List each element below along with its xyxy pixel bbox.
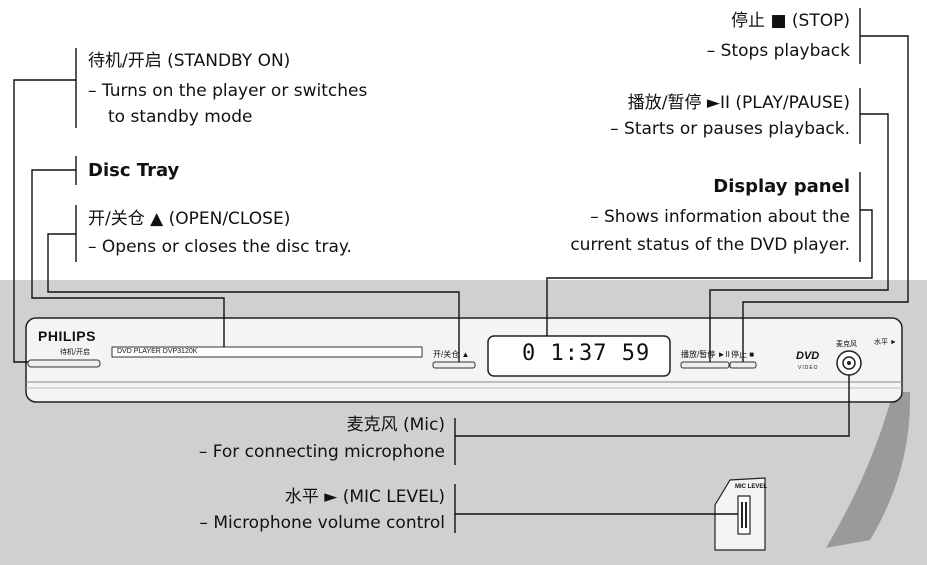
standby-callout-desc-1: – Turns on the player or switches [88,81,368,101]
side-panel-label: MIC LEVEL [735,484,768,490]
display-readout: 0 1:37 59 [522,341,651,366]
mic-jack-label: 麦克风 [836,341,857,348]
play-pause-callout-title: 播放/暂停 ►II (PLAY/PAUSE) [627,93,850,113]
stop-button-label: 停止 ■ [731,350,755,359]
open-close-button-label: 开/关仓 ▲ [433,350,470,359]
dvd-logo-sub: VIDEO [798,365,819,371]
play-pause-button-label: 播放/暂停 ►II [681,350,730,359]
open-close-callout-desc: – Opens or closes the disc tray. [88,237,352,257]
standby-leader [13,79,76,363]
stop-callout-desc: – Stops playback [706,41,850,61]
disc-tray-leader [31,169,225,347]
display-panel-callout-desc-1: – Shows information about the [590,207,850,227]
disc-tray-slot [111,346,423,358]
open-close-callout-title: 开/关仓 ▲ (OPEN/CLOSE) [88,209,291,229]
open-close-leader [47,233,460,362]
display-panel-callout-desc-2: current status of the DVD player. [570,235,850,255]
mic-level-callout-title: 水平 ► (MIC LEVEL) [284,487,445,507]
stop-leader [742,35,909,362]
open-close-button [432,361,476,369]
standby-callout-title: 待机/开启 (STANDBY ON) [88,51,291,71]
play-pause-callout-desc: – Starts or pauses playback. [610,119,850,139]
disc-tray-callout-title: Disc Tray [88,160,180,181]
mic-leader [455,375,850,437]
stop-button [729,361,757,369]
play-pause-button [680,361,730,369]
model-label: DVD PLAYER DVP3120K [117,348,198,355]
standby-button-label: 待机/开启 [60,349,90,356]
display-panel-callout-title: Display panel [713,176,850,197]
mic-level-knob-label: 水平 ► [874,339,897,346]
display-window [487,335,671,377]
side-panel-shadow [826,392,911,548]
standby-callout-desc-2: to standby mode [108,107,253,127]
play-pause-leader [709,113,889,362]
standby-button [27,359,101,368]
device-body [25,317,903,403]
mic-callout-title: 麦克风 (Mic) [346,415,445,435]
mic-level-knob [737,495,751,535]
stop-callout-title: 停止 ■ (STOP) [731,11,850,31]
dvd-logo: DVD [796,350,820,362]
display-panel-leader [546,209,873,336]
mic-level-callout-desc: – Microphone volume control [199,513,445,533]
brand-logo: PHILIPS [38,328,96,344]
mic-callout-desc: – For connecting microphone [198,442,445,462]
